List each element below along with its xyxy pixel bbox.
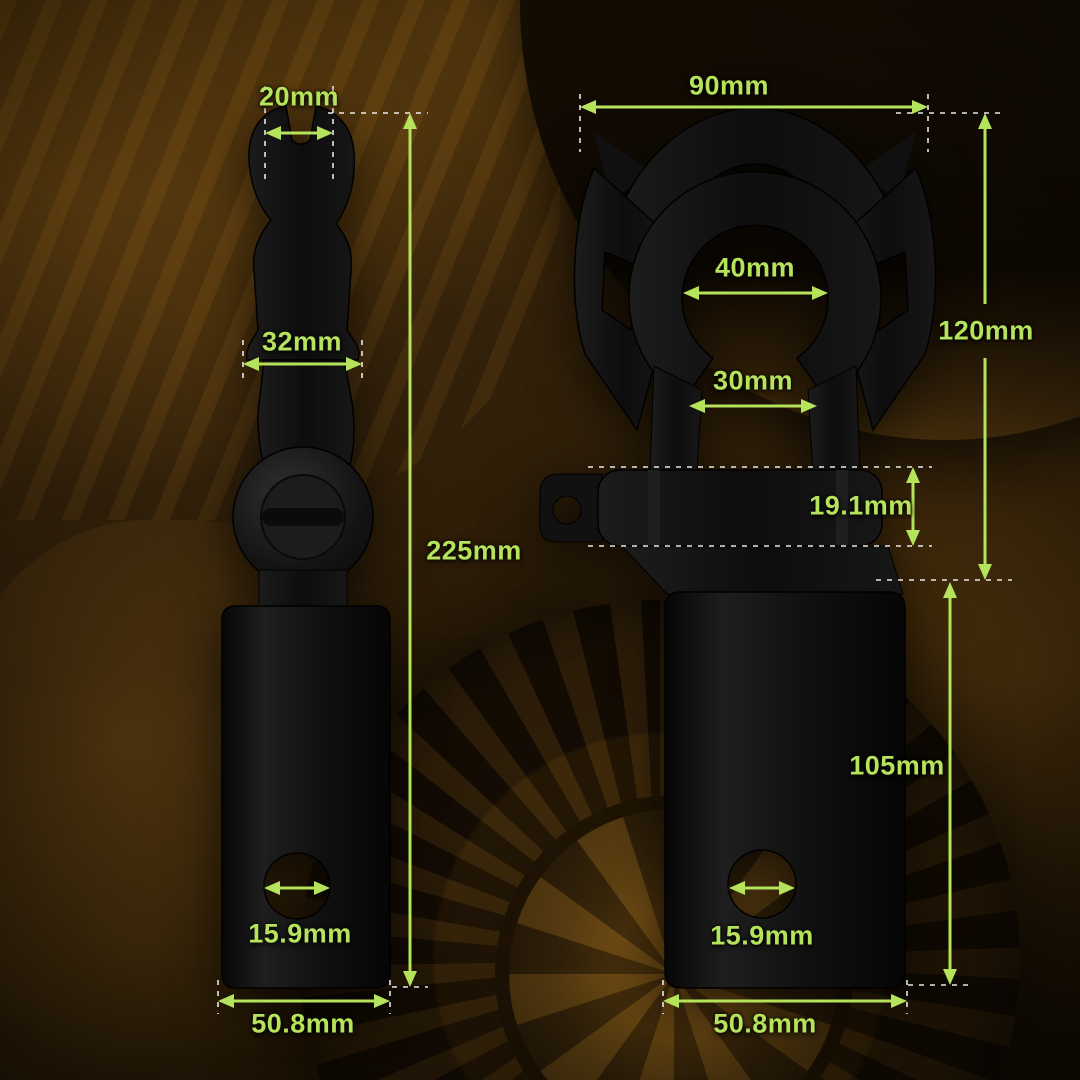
- dim-label-overall-width: 90mm: [688, 70, 770, 101]
- dim-shank-length-graphic: [908, 582, 968, 986]
- front-shackle-ring: [628, 170, 882, 403]
- side-head: [245, 105, 360, 361]
- dim-overall-length-graphic: [328, 112, 428, 988]
- dim-label-shank-length: 105mm: [849, 750, 945, 781]
- dim-label-front-shank-width: 50.8mm: [713, 1008, 817, 1039]
- dim-ring-inner-graphic: [683, 286, 828, 300]
- dim-jaw-width-graphic: [264, 86, 334, 182]
- side-shank: [221, 605, 391, 989]
- dim-label-front-hole: 15.9mm: [710, 920, 814, 951]
- dim-label-jaw-width: 20mm: [258, 81, 340, 112]
- dim-label-overall-length: 225mm: [426, 535, 522, 566]
- dim-label-upper-height: 120mm: [938, 315, 1034, 346]
- front-view-product: [539, 107, 937, 989]
- front-pin-tab: [539, 473, 603, 543]
- side-view-product: [221, 105, 391, 989]
- dim-head-width-graphic: [242, 340, 363, 384]
- dim-side-shank-width-graphic: [217, 980, 391, 1014]
- front-pin-rib-right: [836, 470, 848, 546]
- dim-label-side-shank-width: 50.8mm: [251, 1008, 355, 1039]
- side-pivot-slot: [262, 508, 344, 526]
- dim-label-head-width: 32mm: [261, 326, 343, 357]
- front-hinge: [620, 545, 904, 595]
- dim-upper-height-graphic: [876, 112, 1012, 581]
- dim-label-ring-inner: 40mm: [714, 252, 796, 283]
- front-shank: [664, 591, 906, 989]
- front-pin-rib-left: [648, 470, 660, 546]
- dim-front-shank-width-graphic: [662, 980, 908, 1014]
- dim-front-hole-graphic: [729, 881, 795, 895]
- dim-pin-diameter-graphic: [588, 466, 932, 547]
- dim-label-pin-diameter: 19.1mm: [809, 490, 913, 521]
- dim-label-side-hole: 15.9mm: [248, 918, 352, 949]
- dim-overall-width-graphic: [579, 94, 929, 152]
- dim-label-jaw-opening: 30mm: [712, 365, 794, 396]
- dim-side-hole-graphic: [264, 881, 330, 895]
- dim-jaw-opening-graphic: [689, 399, 817, 413]
